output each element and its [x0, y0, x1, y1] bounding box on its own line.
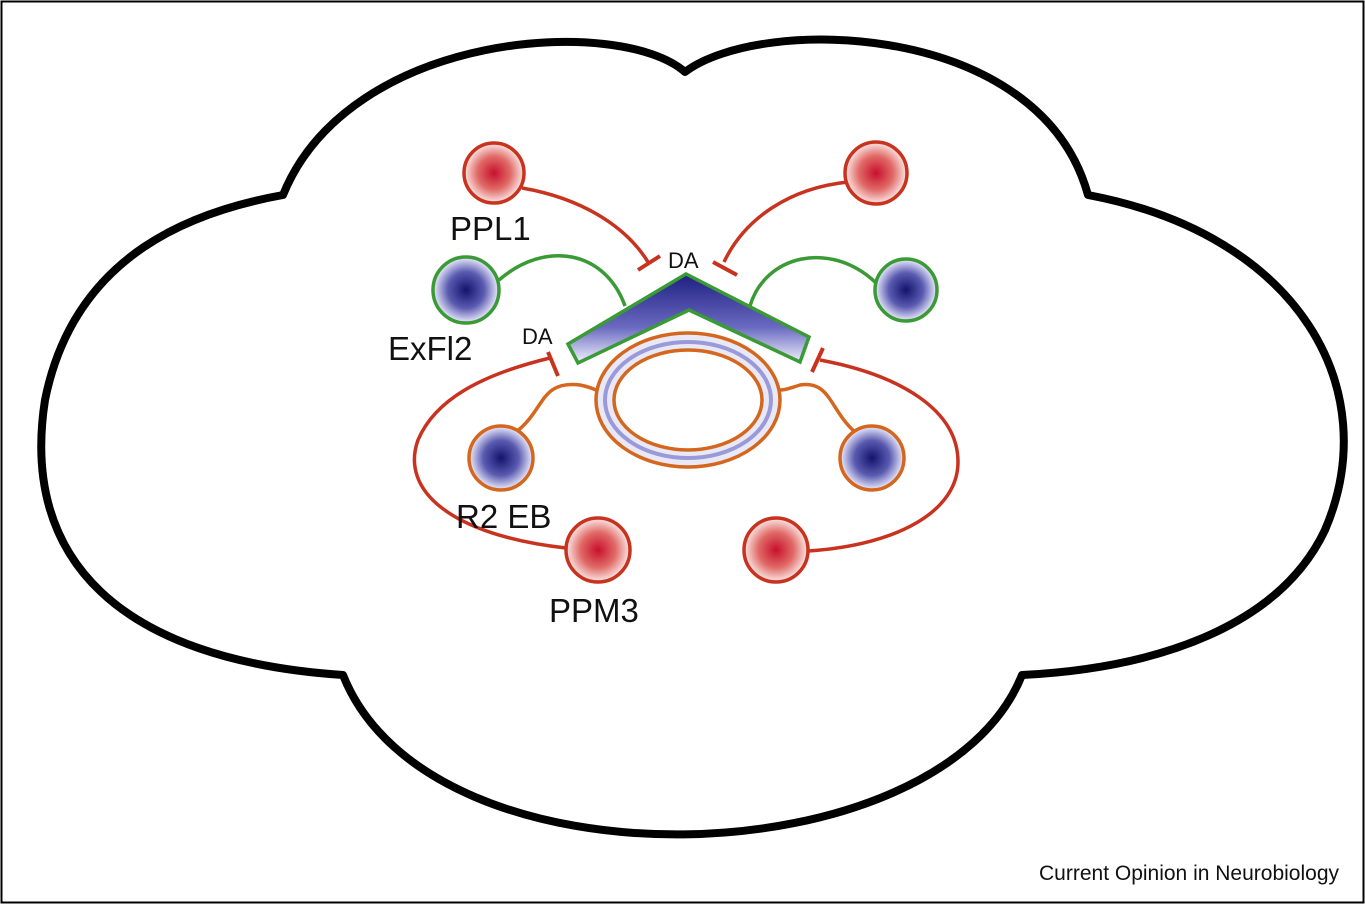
ppm3-right-neurite	[807, 358, 960, 553]
label-r2-eb: R2 EB	[456, 498, 551, 535]
exfl2-left-neurite	[497, 254, 627, 307]
label-da-left: DA	[522, 324, 553, 349]
fan-shaped-body-band	[565, 272, 812, 366]
brain-outline	[37, 35, 1348, 839]
ellipsoid-body-mid	[603, 340, 773, 460]
ellipsoid-body-inner	[612, 348, 764, 452]
ppm3-left-neurite	[412, 356, 567, 550]
exfl2-right-neurite	[748, 256, 877, 307]
r2-right-soma	[838, 424, 906, 492]
source-credit: Current Opinion in Neurobiology	[1039, 862, 1339, 885]
ppl1-left-terminal	[636, 254, 662, 272]
r2-right-neurite	[779, 382, 857, 434]
label-exfl2: ExFl2	[388, 330, 472, 367]
label-ppl1: PPL1	[450, 210, 531, 247]
ppm3-left-soma	[564, 516, 632, 584]
exfl2-left-soma	[431, 255, 501, 325]
ppl1-right-neurite	[722, 180, 849, 263]
ppm3-left-terminal	[546, 351, 560, 377]
ppl1-left-soma	[462, 141, 526, 205]
ppm3-right-terminal	[810, 347, 825, 373]
r2-left-soma	[467, 424, 535, 492]
exfl2-right-soma	[873, 257, 939, 323]
ppl1-right-terminal	[712, 260, 738, 277]
ppl1-right-soma	[843, 140, 909, 206]
label-ppm3: PPM3	[549, 592, 639, 629]
r2-left-neurite	[514, 382, 603, 434]
label-da-top: DA	[668, 248, 699, 273]
ppm3-right-soma	[742, 516, 810, 584]
ppl1-left-neurite	[521, 186, 650, 263]
